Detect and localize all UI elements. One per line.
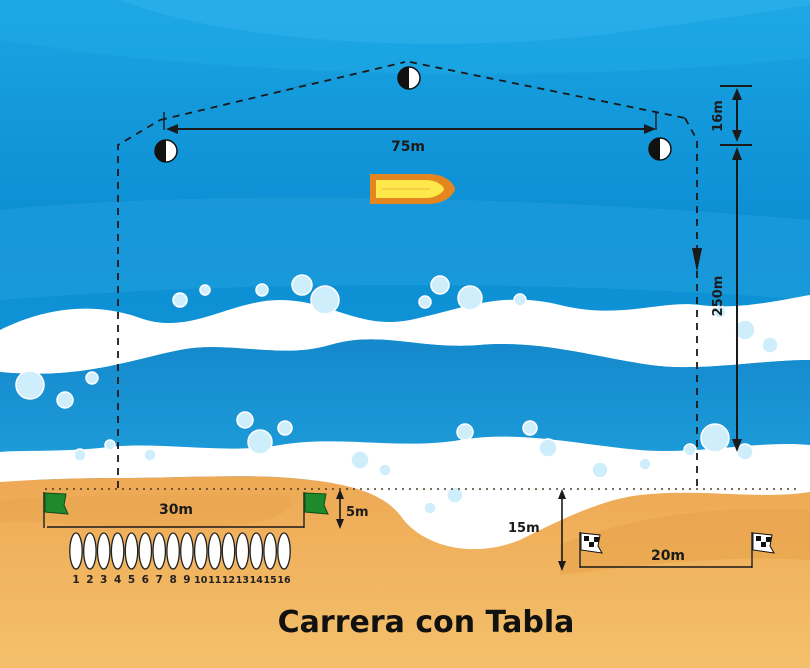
- lane-number: 5: [128, 574, 135, 586]
- course-lines: [117, 61, 698, 488]
- surfboard: [138, 532, 153, 570]
- dimension-start-depth: [336, 489, 344, 529]
- start-depth-label: 5m: [346, 505, 369, 520]
- surfboard: [221, 532, 236, 570]
- rescue-boat: [370, 174, 455, 204]
- start-width-label: 30m: [159, 502, 193, 518]
- lane-number: 3: [100, 574, 107, 586]
- finish-flag-right: [751, 532, 775, 568]
- lane-number: 13: [236, 575, 249, 586]
- sea-band-top: [0, 0, 810, 74]
- beach-sand-shade-left: [0, 494, 292, 529]
- surfboard: [69, 532, 83, 570]
- surfboard: [124, 532, 139, 570]
- lane-number: 8: [169, 574, 176, 586]
- lane-number: 9: [183, 574, 190, 586]
- course-left-leg: [117, 119, 161, 488]
- finish-flag-left: [579, 532, 603, 568]
- foam-bubbles: [15, 274, 779, 515]
- direction-arrow-top: [268, 80, 318, 96]
- lane-number: 6: [142, 574, 149, 586]
- start-flag-left: [43, 492, 69, 528]
- lane-number: 11: [208, 575, 221, 586]
- surfboard: [110, 532, 125, 570]
- lane-number: 14: [250, 575, 264, 586]
- surfboard: [180, 532, 194, 570]
- lane-number: 1: [72, 574, 79, 586]
- swim-distance-label: 250m: [711, 276, 726, 317]
- lane-number: 7: [156, 574, 163, 586]
- direction-arrow-right: [692, 248, 702, 272]
- surfboard: [193, 532, 208, 570]
- lane-number: 16: [277, 575, 291, 586]
- lane-number: 10: [194, 575, 208, 586]
- outer-buoy-offset-label: 16m: [711, 100, 726, 132]
- buoy-top: [397, 66, 421, 90]
- surfboard: [166, 532, 180, 570]
- surfboard: [152, 532, 167, 570]
- finish-distance-label: 15m: [508, 521, 540, 536]
- buoy-left: [154, 139, 178, 163]
- lane-number: 4: [114, 574, 121, 586]
- diagram-title: Carrera con Tabla: [278, 605, 575, 640]
- surfboard: [277, 532, 291, 570]
- beach-sand-shade: [560, 509, 810, 575]
- sea-highlight-top: [120, 0, 810, 44]
- dimension-buoy-span: [163, 112, 657, 134]
- dimension-right-vertical: [720, 85, 752, 452]
- wave-foam-upper: [0, 295, 810, 374]
- course-top-left-leg: [159, 61, 406, 121]
- lagoon-water: [0, 339, 810, 452]
- buoy-span-label: 75m: [391, 139, 425, 155]
- surfboard: [235, 532, 250, 570]
- surfboard: [83, 532, 97, 570]
- buoy-right: [648, 137, 672, 161]
- wave-foam-lower: [0, 436, 810, 550]
- lane-number: 12: [222, 575, 235, 586]
- surfboard: [96, 532, 111, 570]
- beach-sand: [0, 476, 810, 668]
- board-row: [69, 532, 291, 570]
- surfboard: [207, 532, 222, 570]
- dimension-finish-distance: [558, 489, 566, 571]
- lane-number: 2: [86, 574, 93, 586]
- lane-number: 15: [263, 575, 276, 586]
- sea-band-mid: [0, 197, 810, 300]
- surfboard: [249, 532, 264, 570]
- finish-width-label: 20m: [651, 548, 685, 564]
- start-flag-right: [303, 492, 329, 528]
- surfboard: [263, 532, 277, 570]
